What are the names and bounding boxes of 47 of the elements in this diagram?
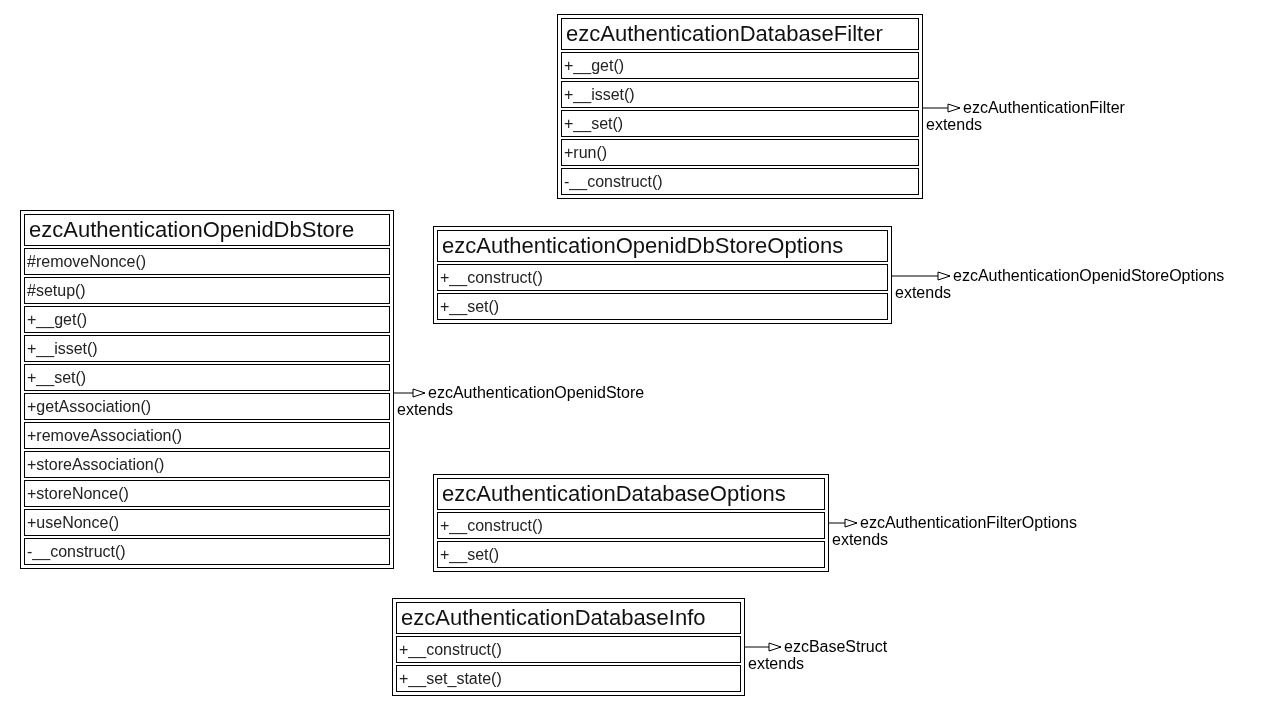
method-row: +getAssociation() [24,393,390,420]
parent-class-name: ezcAuthenticationFilter [963,99,1125,117]
method-row: +storeNonce() [24,480,390,507]
inheritance-arrow [922,103,961,113]
parent-class-name: ezcBaseStruct [784,638,888,656]
method-row: +__set() [24,364,390,391]
method-row: +__get() [561,52,919,79]
class-box [392,598,745,696]
method-row: +useNonce() [24,509,390,536]
inheritance-arrow [828,518,858,528]
inheritance-arrow [744,642,782,652]
method-row: #removeNonce() [24,248,390,275]
class-name: ezcAuthenticationOpenidDbStoreOptions [437,230,888,262]
method-row: +__construct() [437,264,888,291]
class-box [433,226,892,324]
method-row: +__construct() [396,636,741,663]
method-row: +__set() [437,293,888,320]
method-row: +__set() [437,541,825,568]
edge-label: extends [397,402,454,418]
class-box [557,14,923,199]
method-row: +__set() [561,110,919,137]
parent-class-name: ezcAuthenticationFilterOptions [860,514,1077,532]
method-row: +__construct() [437,512,825,539]
inheritance-arrow [891,271,951,281]
method-row: #setup() [24,277,390,304]
inheritance-arrow [393,388,426,398]
class-name: ezcAuthenticationDatabaseFilter [561,18,919,50]
parent-class-name: ezcAuthenticationOpenidStore [428,384,645,402]
class-name: ezcAuthenticationDatabaseInfo [396,602,741,634]
class-name: ezcAuthenticationDatabaseOptions [437,478,825,510]
method-row: -__construct() [561,168,919,195]
method-row: +removeAssociation() [24,422,390,449]
class-box [20,210,394,569]
method-row: +__isset() [24,335,390,362]
class-box [433,474,829,572]
method-row: +__set_state() [396,665,741,692]
edge-label: extends [895,285,952,301]
method-row: +storeAssociation() [24,451,390,478]
class-name: ezcAuthenticationOpenidDbStore [24,214,390,246]
edge-label: extends [832,532,889,548]
edge-label: extends [926,117,983,133]
method-row: +__isset() [561,81,919,108]
method-row: -__construct() [24,538,390,565]
parent-class-name: ezcAuthenticationOpenidStoreOptions [953,267,1225,285]
method-row: +run() [561,139,919,166]
method-row: +__get() [24,306,390,333]
edge-label: extends [748,656,805,672]
